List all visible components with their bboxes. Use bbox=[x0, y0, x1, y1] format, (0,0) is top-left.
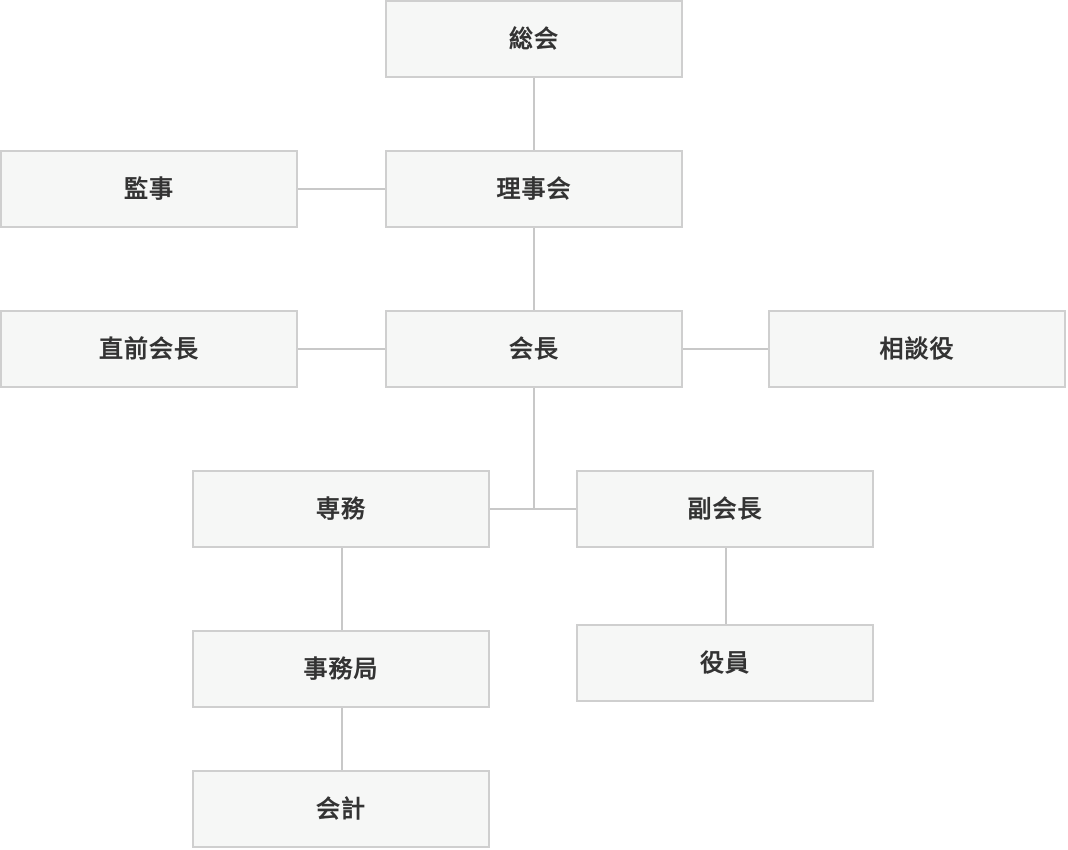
node-label: 直前会長 bbox=[99, 335, 199, 363]
node-label: 会計 bbox=[316, 795, 366, 823]
node-label: 相談役 bbox=[879, 335, 955, 363]
connector-jimukyoku-kaikei bbox=[341, 708, 343, 771]
connector-senmu-fukukaicho bbox=[490, 508, 577, 510]
connector-kaicho-sodanyaku bbox=[682, 348, 769, 350]
node-advisor: 相談役 bbox=[768, 310, 1066, 388]
connector-senmu-jimukyoku bbox=[341, 548, 343, 631]
node-board-of-directors: 理事会 bbox=[385, 150, 683, 228]
connector-kanji-rijikai bbox=[298, 188, 386, 190]
node-executive-director: 専務 bbox=[192, 470, 490, 548]
connector-rijikai-kaicho bbox=[533, 228, 535, 311]
connector-kaicho-branch bbox=[533, 388, 535, 510]
connector-fukukaicho-yakuin bbox=[725, 548, 727, 625]
node-label: 専務 bbox=[316, 495, 366, 523]
node-auditor: 監事 bbox=[0, 150, 298, 228]
node-label: 総会 bbox=[509, 25, 559, 53]
node-label: 会長 bbox=[509, 335, 559, 363]
node-label: 副会長 bbox=[687, 495, 763, 523]
connector-soukai-rijikai bbox=[533, 78, 535, 151]
node-treasurer: 会計 bbox=[192, 770, 490, 848]
node-secretariat: 事務局 bbox=[192, 630, 490, 708]
node-label: 理事会 bbox=[496, 175, 572, 203]
node-vice-chairman: 副会長 bbox=[576, 470, 874, 548]
node-label: 事務局 bbox=[303, 655, 379, 683]
node-former-chairman: 直前会長 bbox=[0, 310, 298, 388]
node-label: 監事 bbox=[124, 175, 174, 203]
node-officers: 役員 bbox=[576, 624, 874, 702]
node-chairman: 会長 bbox=[385, 310, 683, 388]
connector-zenkaicho-kaicho bbox=[298, 348, 386, 350]
node-general-assembly: 総会 bbox=[385, 0, 683, 78]
node-label: 役員 bbox=[700, 649, 750, 677]
